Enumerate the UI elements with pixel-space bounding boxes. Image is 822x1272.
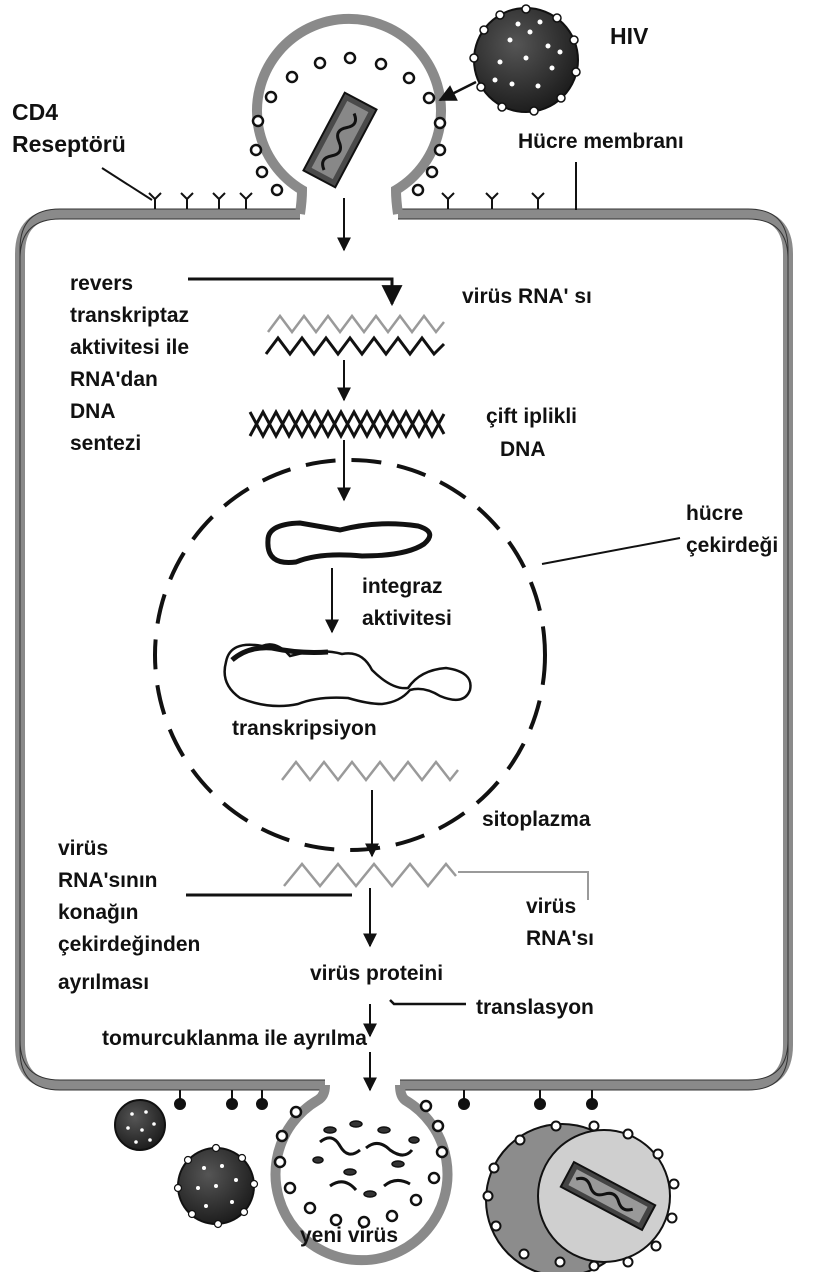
label-integrase-line2: aktivitesi [362, 607, 452, 630]
entry-vesicle [251, 19, 445, 214]
double-stranded-dna [250, 412, 444, 436]
label-export-line4: çekirdeğinden [58, 933, 200, 956]
viral-rna-strand [268, 316, 444, 332]
label-new-virus: yeni virüs [300, 1224, 398, 1247]
label-cell-membrane: Hücre membranı [518, 130, 684, 153]
cd4-pointer [102, 168, 152, 200]
label-rt-line3: aktivitesi ile [70, 336, 189, 359]
capsid-icon [303, 93, 376, 188]
label-export-line2: RNA'sının [58, 869, 158, 892]
translation-pointer [390, 1000, 466, 1004]
mature-virus-icon [484, 1122, 679, 1272]
label-rt-line4: RNA'dan [70, 368, 158, 391]
label-rt-line5: DNA [70, 400, 116, 423]
label-cd4-line1: CD4 [12, 99, 58, 125]
released-virus-small-icon [115, 1100, 165, 1150]
label-nucleus-line1: hücre [686, 502, 743, 525]
label-rt-line1: revers [70, 272, 133, 295]
label-transcription: transkripsiyon [232, 717, 377, 740]
label-budding: tomurcuklanma ile ayrılma [102, 1027, 367, 1050]
cdna-strand [266, 338, 444, 354]
label-export-line3: konağın [58, 901, 139, 924]
vesicle-contents [313, 1121, 419, 1197]
label-nucleus-line2: çekirdeği [686, 534, 778, 557]
label-export-line5: ayrılması [58, 971, 149, 994]
label-rt-line2: transkriptaz [70, 304, 189, 327]
released-virus-icon [175, 1145, 258, 1228]
cytoplasm-viral-rna [284, 864, 456, 886]
label-hiv: HIV [610, 23, 649, 49]
label-dsdna-line2: DNA [500, 438, 546, 461]
label-rt-line6: sentezi [70, 432, 141, 455]
hiv-virus-icon [470, 5, 580, 115]
cd4-receptors [149, 193, 544, 209]
label-export-line1: virüs [58, 837, 108, 860]
attach-arrow [440, 82, 476, 100]
label-viral-protein: virüs proteini [310, 962, 443, 985]
membrane-proteins-bottom [175, 1090, 597, 1109]
label-viral-rna-bottom-line2: RNA'sı [526, 927, 594, 950]
nucleus-pointer [542, 538, 680, 564]
label-integrase-line1: integraz [362, 575, 443, 598]
circular-viral-dna [268, 523, 430, 563]
label-cytoplasm: sitoplazma [482, 808, 591, 831]
label-viral-rna-top: virüs RNA' sı [462, 285, 592, 308]
label-viral-rna-bottom-line1: virüs [526, 895, 576, 918]
cell-nucleus [155, 460, 545, 850]
transcribed-rna [282, 762, 458, 780]
integrated-provirus [225, 644, 471, 706]
flow-arrows [332, 198, 372, 1090]
rt-pointer [188, 279, 392, 304]
label-dsdna-line1: çift iplikli [486, 405, 577, 428]
label-translation: translasyon [476, 996, 594, 1019]
label-cd4-line2: Reseptörü [12, 131, 126, 157]
